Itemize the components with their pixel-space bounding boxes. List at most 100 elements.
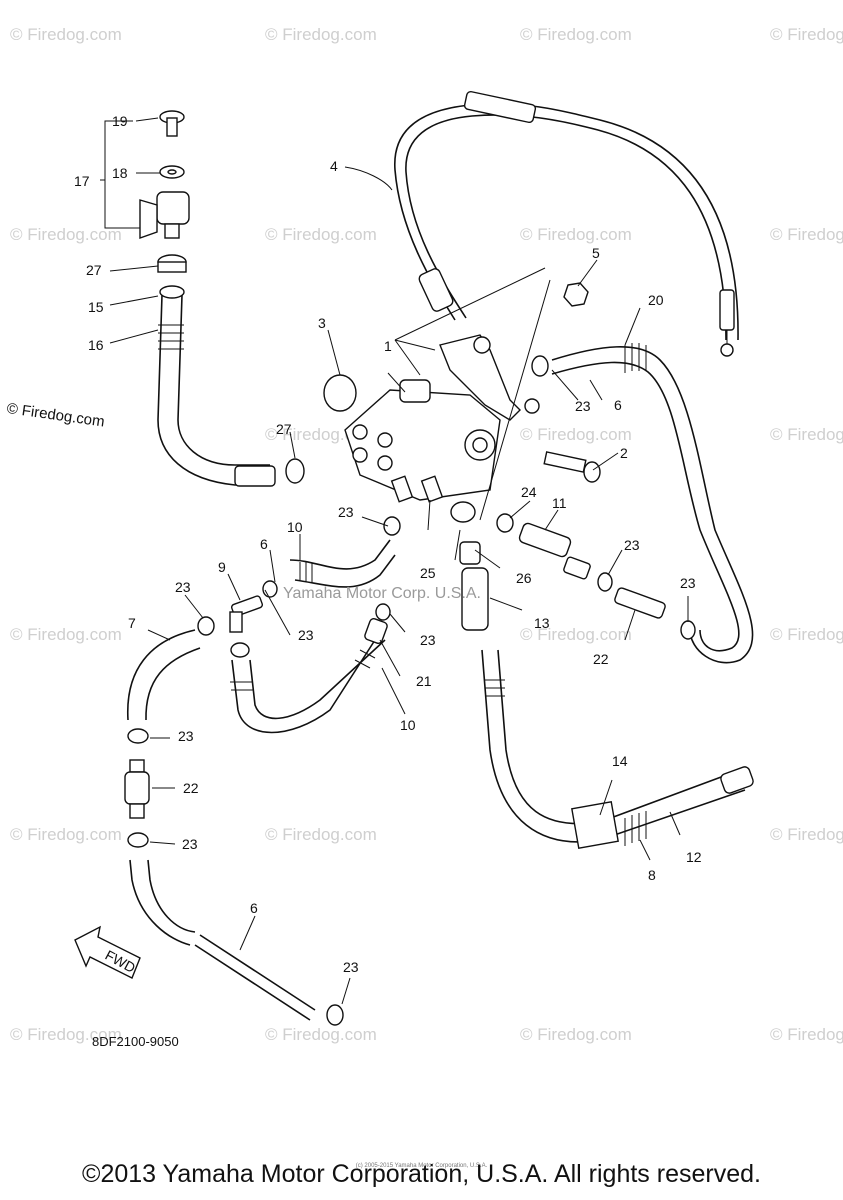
callout-10: 10 — [287, 519, 303, 535]
watermark: © Firedog.com — [520, 225, 632, 244]
callout-27: 27 — [86, 262, 102, 278]
o-ring-3 — [323, 374, 357, 412]
callout-23: 23 — [420, 632, 436, 648]
callout-20: 20 — [648, 292, 664, 308]
copyright-footer: ©2013 Yamaha Motor Corporation, U.S.A. A… — [82, 1160, 761, 1188]
callout-27: 27 — [276, 421, 292, 437]
pipe-13 — [461, 567, 489, 631]
center-watermark: Yamaha Motor Corp. U.S.A. — [283, 585, 481, 602]
clamp-23 — [326, 1004, 344, 1026]
watermark: © Firedog.com — [770, 825, 843, 844]
callout-22: 22 — [183, 780, 199, 796]
clamp-25 — [450, 501, 476, 523]
callout-23: 23 — [338, 504, 354, 520]
fwd-arrow: FWD — [74, 925, 141, 979]
callout-2: 2 — [620, 445, 628, 461]
filter-assembly — [139, 110, 190, 239]
clamp-23 — [597, 572, 613, 592]
pipe-26 — [459, 541, 481, 565]
watermark: © Firedog.com — [10, 825, 122, 844]
watermark: © Firedog.com — [770, 425, 843, 444]
hose-20 — [551, 343, 754, 664]
callout-25: 25 — [420, 565, 436, 581]
watermark: © Firedog.com — [10, 1025, 122, 1044]
callout-23: 23 — [680, 575, 696, 591]
watermark: © Firedog.com — [10, 225, 122, 244]
clamp-23 — [375, 603, 391, 621]
watermark: © Firedog.com — [770, 25, 843, 44]
clamp-23 — [383, 516, 401, 536]
callout-23: 23 — [175, 579, 191, 595]
bolt-2 — [543, 451, 601, 483]
callout-26: 26 — [516, 570, 532, 586]
cable-4 — [394, 90, 739, 357]
callout-23: 23 — [624, 537, 640, 553]
oil-pump-1 — [344, 334, 540, 503]
callout-23: 23 — [182, 836, 198, 852]
callout-11: 11 — [552, 495, 567, 511]
watermark: © Firedog.com — [10, 625, 122, 644]
callout-6: 6 — [614, 397, 622, 413]
callout-8: 8 — [648, 867, 656, 883]
watermark: © Firedog.com — [265, 225, 377, 244]
clamp-23 — [197, 616, 215, 636]
callout-6: 6 — [260, 536, 268, 552]
watermark-grid: © Firedog.com © Firedog.com © Firedog.co… — [10, 25, 843, 1044]
clamp-23 — [262, 580, 278, 598]
clamp-23 — [127, 832, 149, 848]
callout-12: 12 — [686, 849, 702, 865]
clamp-23 — [127, 728, 149, 744]
watermark: © Firedog.com — [520, 625, 632, 644]
callouts: 1 2 3 4 5 6 6 6 7 8 9 10 10 11 12 13 14 … — [74, 113, 702, 975]
diagram-code: 8DF2100-9050 — [92, 1034, 179, 1049]
callout-23: 23 — [178, 728, 194, 744]
callout-13: 13 — [534, 615, 550, 631]
watermark: © Firedog.com — [520, 1025, 632, 1044]
callout-5: 5 — [592, 245, 600, 261]
hose-16 — [157, 285, 276, 487]
watermark: © Firedog.com — [520, 425, 632, 444]
callout-18: 18 — [112, 165, 128, 181]
callout-16: 16 — [88, 337, 104, 353]
callout-6: 6 — [250, 900, 258, 916]
hose-12 — [481, 649, 754, 849]
valve-22-right — [614, 587, 666, 619]
watermark: © Firedog.com — [265, 25, 377, 44]
callout-1: 1 — [384, 338, 392, 354]
hose-10-upper — [289, 539, 396, 588]
callout-19: 19 — [112, 113, 128, 129]
callout-22: 22 — [593, 651, 609, 667]
leader-lines — [100, 117, 689, 1005]
callout-21: 21 — [416, 673, 432, 689]
callout-15: 15 — [88, 299, 104, 315]
watermark: © Firedog.com — [770, 225, 843, 244]
callout-17: 17 — [74, 173, 90, 189]
watermark: © Firedog.com — [770, 625, 843, 644]
clamp-23 — [230, 642, 250, 658]
callout-23: 23 — [575, 398, 591, 414]
valve-22-left — [124, 759, 150, 819]
clamp-23 — [680, 620, 696, 640]
tiny-copyright: (c) 2005-2015 Yamaha Motor Corporation, … — [355, 1163, 488, 1169]
hose-7 — [127, 629, 201, 721]
callout-23: 23 — [343, 959, 359, 975]
clamp-27-top — [157, 254, 187, 273]
callout-10: 10 — [400, 717, 416, 733]
nut-5 — [563, 282, 589, 307]
callout-23: 23 — [298, 627, 314, 643]
valve-11 — [518, 522, 591, 580]
clamp-27-mid — [285, 458, 305, 484]
joint-9 — [229, 595, 264, 633]
callout-14: 14 — [612, 753, 628, 769]
clamp-23 — [531, 355, 549, 377]
watermark: © Firedog.com — [520, 25, 632, 44]
watermark: © Firedog.com — [770, 1025, 843, 1044]
callout-4: 4 — [330, 158, 338, 174]
hose-6-bottom — [129, 859, 316, 1021]
watermark: © Firedog.com — [10, 25, 122, 44]
callout-24: 24 — [521, 484, 537, 500]
clamp-24 — [496, 513, 514, 533]
callout-9: 9 — [218, 559, 226, 575]
callout-3: 3 — [318, 315, 326, 331]
